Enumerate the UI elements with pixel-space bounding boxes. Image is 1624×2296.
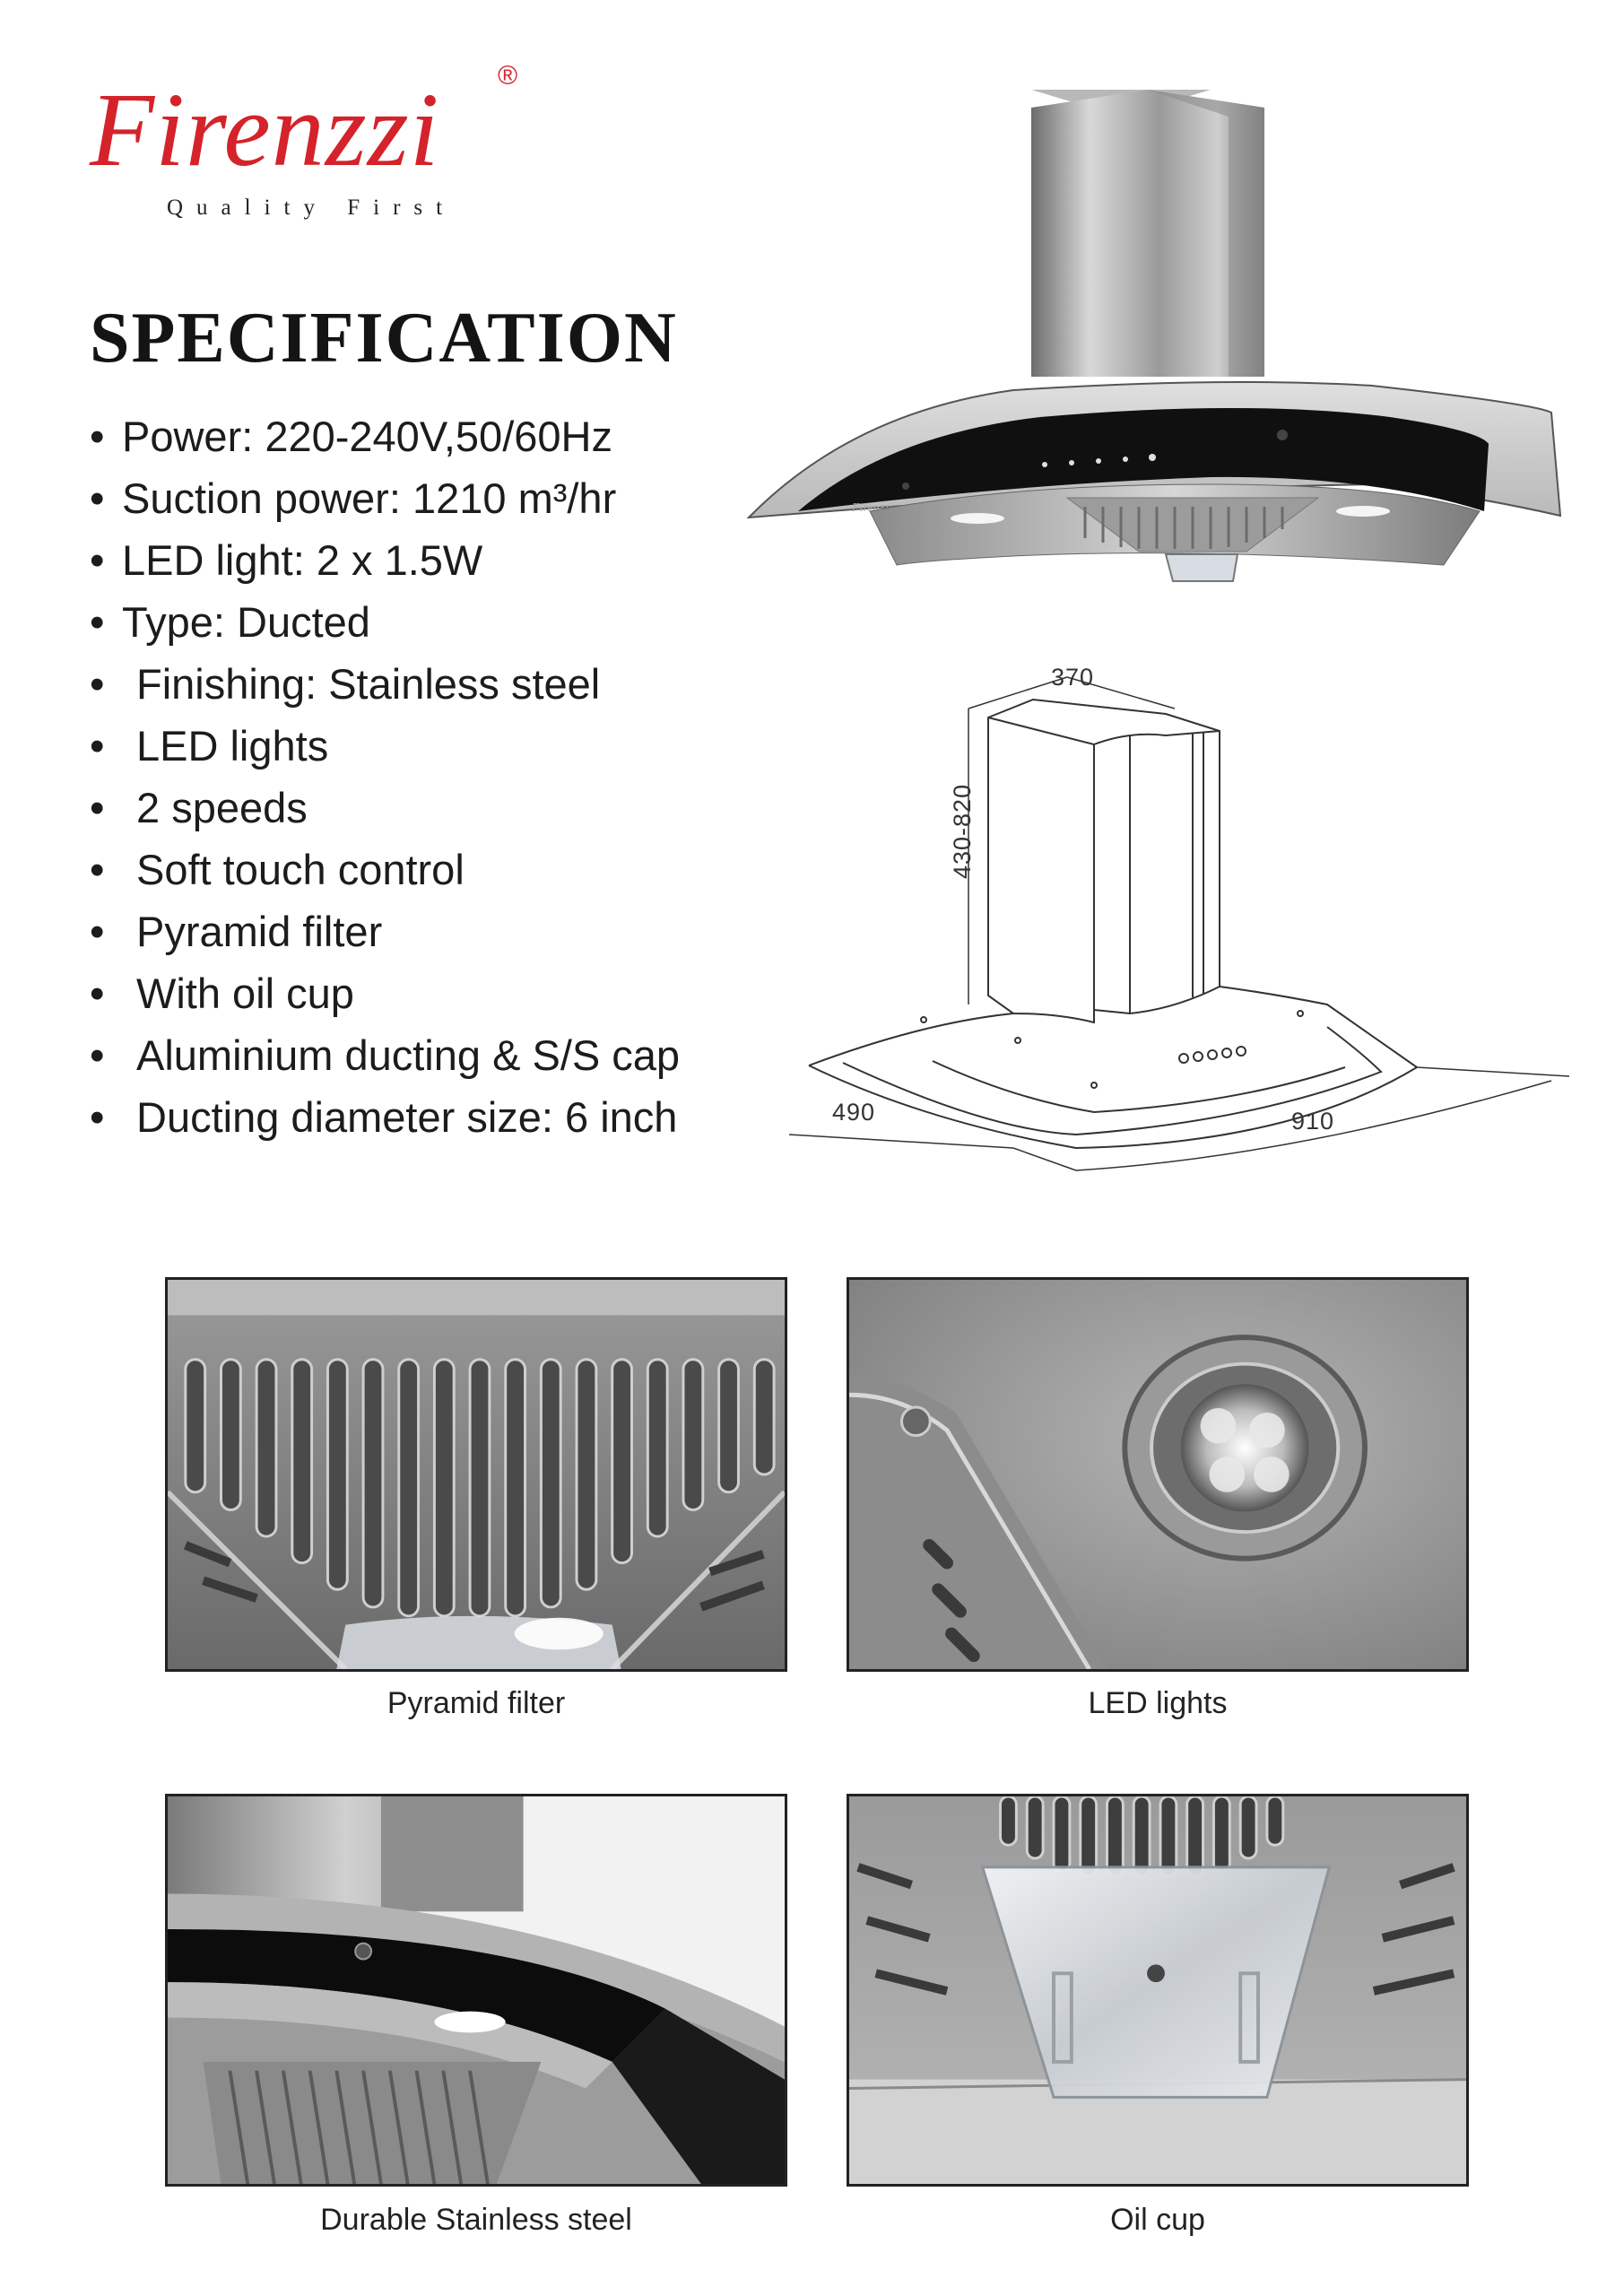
bullet-icon: • bbox=[90, 846, 105, 893]
bullet-icon: • bbox=[90, 598, 105, 646]
bullet-icon: • bbox=[90, 970, 105, 1017]
pyramid-filter-caption: Pyramid filter bbox=[386, 1686, 566, 1720]
bullet-icon: • bbox=[90, 413, 105, 460]
spec-item: • Soft touch control bbox=[90, 839, 680, 900]
spec-text: Type: Ducted bbox=[122, 598, 370, 646]
spec-item: • LED lights bbox=[90, 715, 680, 777]
stainless-steel-caption: Durable Stainless steel bbox=[320, 2203, 632, 2237]
spec-text: Ducting diameter size: 6 inch bbox=[136, 1093, 678, 1141]
brand-logo: Firenzzi ® Quality First bbox=[90, 61, 556, 222]
bullet-icon: • bbox=[90, 1031, 105, 1079]
spec-text: LED light: 2 x 1.5W bbox=[122, 536, 483, 584]
dimension-diagram: 370 430-820 490 910 bbox=[788, 646, 1596, 1175]
registered-mark: ® bbox=[498, 61, 518, 91]
led-light-photo bbox=[847, 1277, 1469, 1672]
bullet-icon: • bbox=[90, 908, 105, 955]
spec-item: • 2 speeds bbox=[90, 777, 680, 839]
bullet-icon: • bbox=[90, 784, 105, 831]
spec-text: LED lights bbox=[136, 722, 329, 770]
spec-text: Power: 220-240V,50/60Hz bbox=[122, 413, 612, 460]
spec-item: • Pyramid filter bbox=[90, 900, 680, 962]
spec-text: 2 speeds bbox=[136, 784, 308, 831]
spec-text: Soft touch control bbox=[136, 846, 465, 893]
spec-text: Aluminium ducting & S/S cap bbox=[136, 1031, 681, 1079]
spec-item: • LED light: 2 x 1.5W bbox=[90, 529, 680, 591]
spec-text: Pyramid filter bbox=[136, 908, 383, 955]
spec-item: • Aluminium ducting & S/S cap bbox=[90, 1024, 680, 1086]
spec-text: Suction power: 1210 m³/hr bbox=[122, 474, 617, 522]
bullet-icon: • bbox=[90, 536, 105, 584]
brand-name: Firenzzi bbox=[90, 71, 440, 188]
oil-cup-caption: Oil cup bbox=[1110, 2203, 1205, 2237]
spec-item: • Type: Ducted bbox=[90, 591, 680, 653]
height-range-label: 430-820 bbox=[949, 783, 976, 879]
bullet-icon: • bbox=[90, 474, 105, 522]
spec-item: • Ducting diameter size: 6 inch bbox=[90, 1086, 680, 1148]
led-lights-caption: LED lights bbox=[1088, 1686, 1228, 1720]
spec-item: • Suction power: 1210 m³/hr bbox=[90, 467, 680, 529]
bullet-icon: • bbox=[90, 1093, 105, 1141]
spec-item: • Power: 220-240V,50/60Hz bbox=[90, 405, 680, 467]
page-title: SPECIFICATION bbox=[90, 299, 678, 378]
spec-list: • Power: 220-240V,50/60Hz • Suction power: … bbox=[90, 405, 680, 1148]
spec-item: • With oil cup bbox=[90, 962, 680, 1024]
width-label: 910 bbox=[1291, 1108, 1335, 1135]
chimney-depth-label: 370 bbox=[1051, 664, 1095, 691]
depth-label: 490 bbox=[832, 1099, 876, 1126]
bullet-icon: • bbox=[90, 722, 105, 770]
spec-text: With oil cup bbox=[136, 970, 354, 1017]
bullet-icon: • bbox=[90, 660, 105, 708]
pyramid-filter-photo bbox=[165, 1277, 787, 1672]
oil-cup-photo bbox=[847, 1794, 1469, 2187]
spec-text: Finishing: Stainless steel bbox=[136, 660, 601, 708]
cooker-hood-product-image: Firenzzi bbox=[744, 90, 1587, 592]
stainless-steel-photo bbox=[165, 1794, 787, 2187]
brand-tagline: Quality First bbox=[167, 196, 456, 220]
spec-item: • Finishing: Stainless steel bbox=[90, 653, 680, 715]
